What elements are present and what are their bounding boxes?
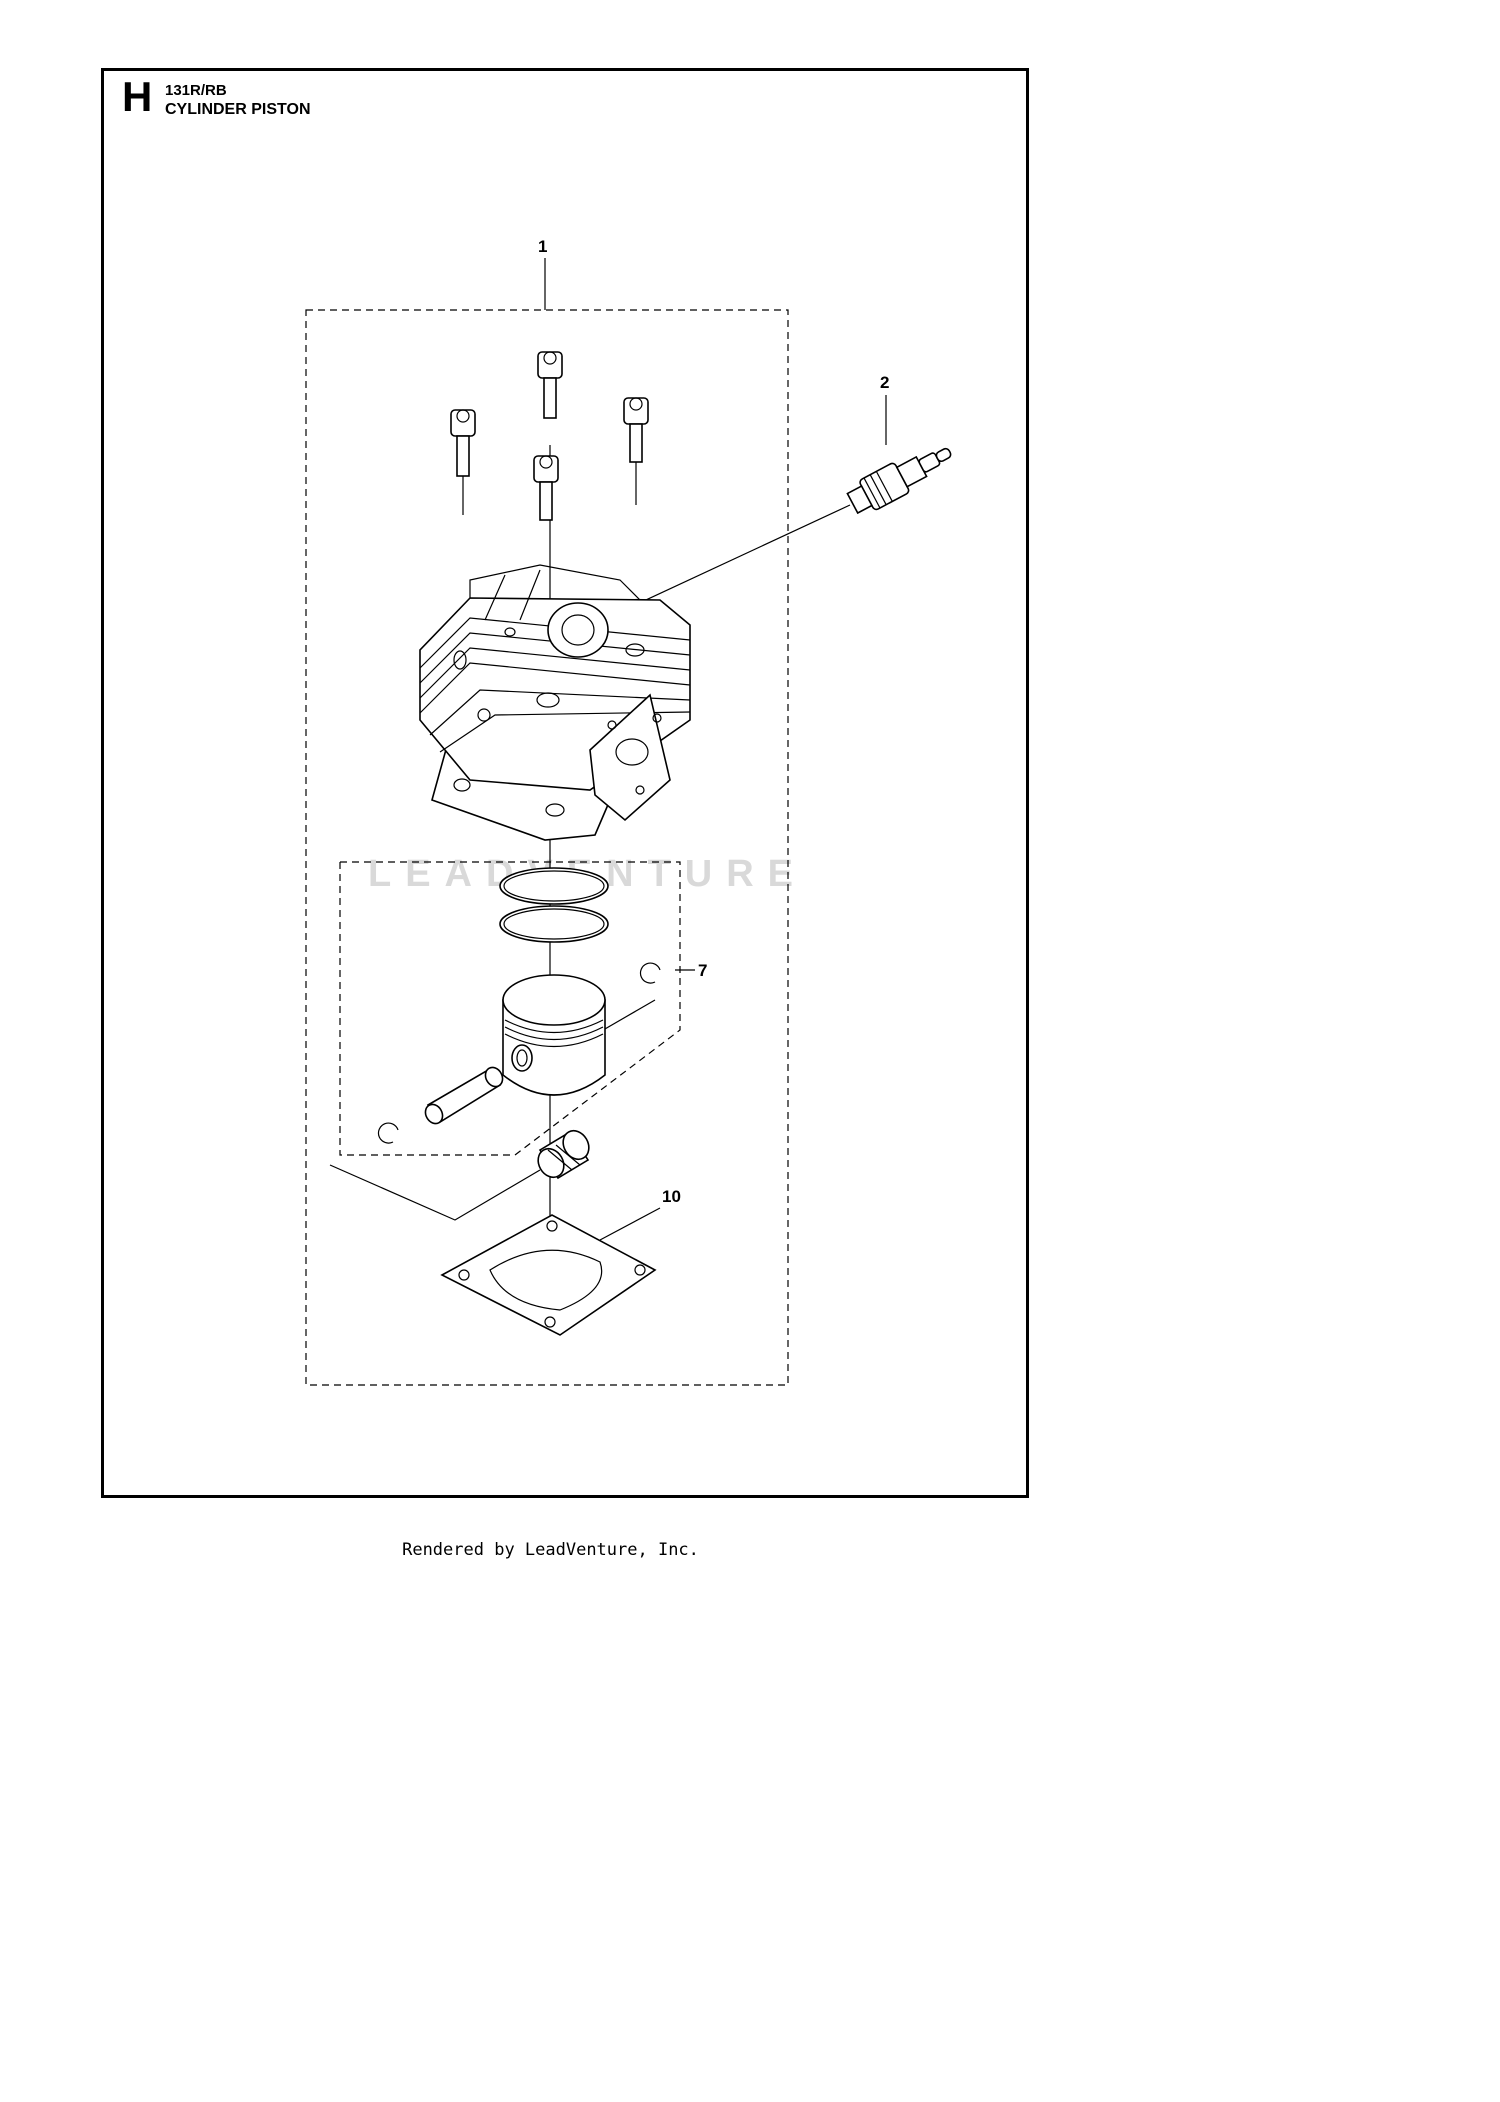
cylinder bbox=[419, 564, 691, 841]
cylinder-kit-box bbox=[305, 309, 789, 1386]
spark-plug bbox=[846, 447, 952, 515]
cylinder-bolt bbox=[533, 455, 559, 521]
piston-ring bbox=[499, 905, 609, 943]
piston bbox=[502, 974, 606, 1096]
diagram-frame bbox=[101, 68, 1029, 1498]
piston-ring bbox=[499, 867, 609, 905]
callout-7: 7 bbox=[698, 961, 707, 980]
cylinder-bolt bbox=[623, 397, 649, 463]
callout-2: 2 bbox=[880, 373, 889, 392]
piston-kit-box bbox=[339, 861, 681, 1156]
section-letter: H bbox=[122, 73, 153, 120]
parts-diagram: LEADVENTURE bbox=[305, 237, 952, 1386]
cylinder-bolt bbox=[537, 351, 563, 419]
circlip bbox=[377, 1122, 399, 1144]
diagram-title: CYLINDER PISTON bbox=[165, 101, 311, 118]
callout-1: 1 bbox=[538, 237, 547, 256]
needle-bearing bbox=[537, 1129, 590, 1180]
piston-pin bbox=[424, 1066, 504, 1125]
model-number: 131R/RB bbox=[165, 82, 227, 99]
cylinder-bolt bbox=[450, 409, 476, 477]
cylinder-gasket bbox=[440, 1214, 657, 1336]
footer-credit: Rendered by LeadVenture, Inc. bbox=[402, 1540, 699, 1560]
callout-10: 10 bbox=[662, 1187, 681, 1206]
circlip bbox=[639, 962, 661, 984]
